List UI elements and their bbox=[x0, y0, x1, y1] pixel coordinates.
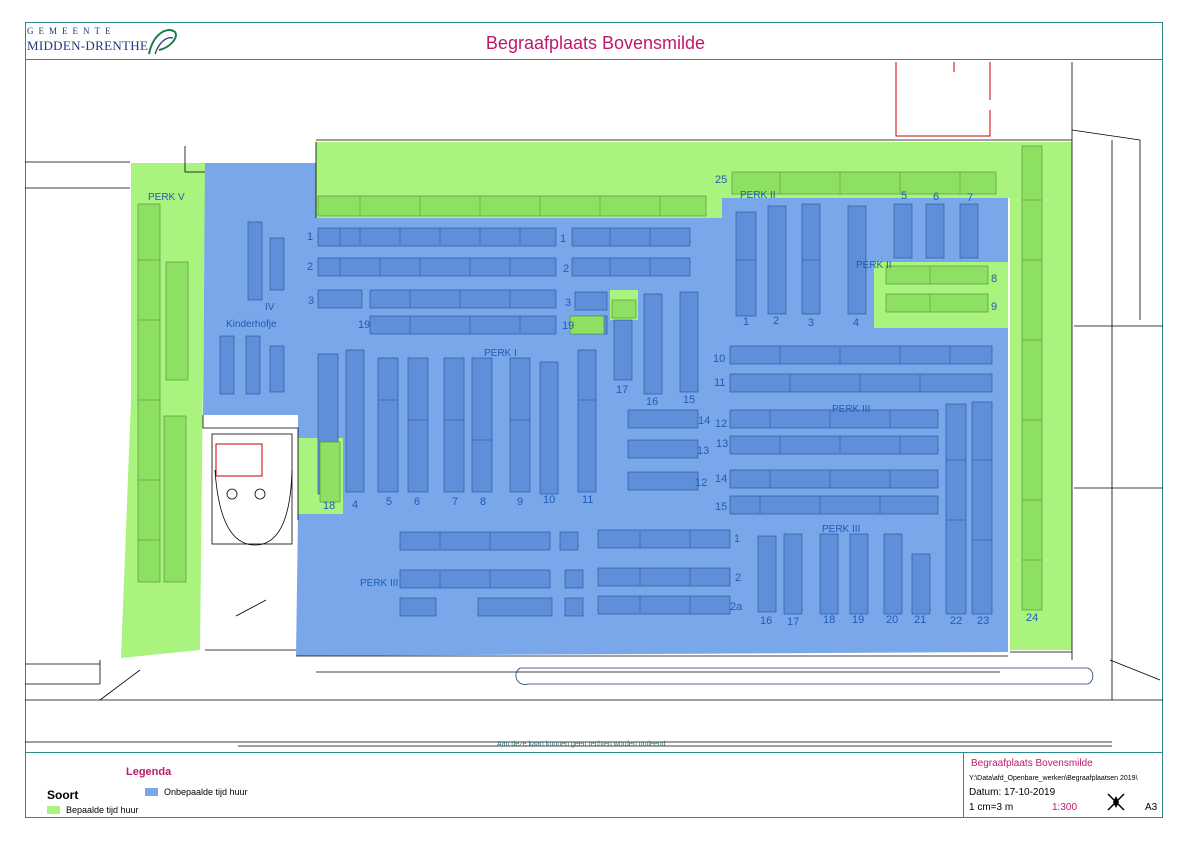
row-number: 20 bbox=[886, 614, 898, 626]
row-number: 6 bbox=[414, 496, 420, 508]
legend-soort-heading: Soort bbox=[47, 788, 79, 802]
label-perk-ii-a: PERK II bbox=[740, 190, 776, 201]
legend-item-onbepaalde: Onbepaalde tijd huur bbox=[145, 787, 248, 797]
row-number: 10 bbox=[543, 494, 555, 506]
titleblock-cm: 1 cm=3 m bbox=[969, 802, 1014, 813]
titleblock-scale: 1:300 bbox=[1052, 802, 1078, 813]
row-number: 4 bbox=[352, 499, 358, 511]
row-number: 14 bbox=[698, 415, 710, 427]
row-number: 1 bbox=[743, 316, 749, 328]
row-number: 9 bbox=[991, 301, 997, 313]
row-number: 12 bbox=[715, 418, 727, 430]
red-building-outline bbox=[895, 62, 991, 137]
titleblock-format: A3 bbox=[1145, 802, 1158, 813]
row-number: 2 bbox=[563, 263, 569, 275]
label-perk-iii-a: PERK III bbox=[832, 404, 870, 415]
row-number: 11 bbox=[582, 494, 593, 506]
label-perk-v: PERK V bbox=[148, 192, 185, 203]
titleblock-title: Begraafplaats Bovensmilde bbox=[971, 758, 1093, 769]
north-strip-area bbox=[316, 142, 1072, 650]
page-title: Begraafplaats Bovensmilde bbox=[485, 33, 706, 53]
row-number: 5 bbox=[386, 496, 392, 508]
legend-label: Onbepaalde tijd huur bbox=[164, 787, 248, 797]
row-number: 21 bbox=[914, 614, 926, 626]
row-number: 3 bbox=[308, 295, 314, 307]
row-number: 17 bbox=[616, 384, 628, 396]
row-number: 9 bbox=[517, 496, 523, 508]
legend-swatch-blue bbox=[145, 788, 158, 796]
row-number: 6 bbox=[933, 191, 939, 203]
green-strip-plots bbox=[137, 145, 1043, 611]
row-number: 19 bbox=[852, 614, 864, 626]
plot-strips bbox=[219, 203, 993, 617]
row-number: 23 bbox=[977, 615, 989, 627]
label-kinderhofje: Kinderhofje bbox=[226, 319, 277, 330]
row-number: 15 bbox=[683, 394, 695, 406]
logo-bottom-text: MIDDEN-DRENTHE bbox=[27, 38, 149, 53]
row-number: 7 bbox=[452, 496, 458, 508]
row-number: 3 bbox=[565, 297, 571, 309]
logo-top-text: GEMEENTE bbox=[27, 26, 116, 36]
titleblock-divider bbox=[963, 752, 964, 818]
disclaimer-text: Aan deze kaart kunnen geen rechten worde… bbox=[497, 741, 666, 748]
row-number: 18 bbox=[823, 614, 835, 626]
row-number: 5 bbox=[901, 190, 907, 202]
label-perk-iv: IV bbox=[265, 302, 275, 313]
logo-swirl-icon bbox=[148, 29, 177, 55]
row-number: 1 bbox=[307, 231, 313, 243]
label-perk-iii-b: PERK III bbox=[822, 524, 860, 535]
row-number: 10 bbox=[713, 353, 725, 365]
green-strip-division-lines bbox=[138, 172, 1042, 561]
row-number: 17 bbox=[787, 616, 799, 628]
row-number: 13 bbox=[697, 445, 709, 457]
row-number: 8 bbox=[991, 273, 997, 285]
row-number: 19 bbox=[562, 320, 574, 332]
label-perk-ii-b: PERK II bbox=[856, 260, 892, 271]
row-number: 4 bbox=[853, 317, 859, 329]
row-number: 24 bbox=[1026, 612, 1038, 624]
label-perk-i: PERK I bbox=[484, 348, 517, 359]
legend-label: Bepaalde tijd huur bbox=[66, 805, 139, 815]
row-number: 3 bbox=[808, 317, 814, 329]
north-arrow-icon bbox=[1107, 793, 1125, 811]
row-number: 13 bbox=[716, 438, 728, 450]
row-number: 7 bbox=[967, 192, 973, 204]
row-number: 1 bbox=[560, 233, 566, 245]
legend-swatch-green bbox=[47, 806, 60, 814]
row-number: 18 bbox=[323, 500, 335, 512]
row-number: 25 bbox=[715, 174, 727, 186]
row-number: 2 bbox=[773, 315, 779, 327]
header-divider bbox=[25, 59, 1163, 60]
row-number: 22 bbox=[950, 615, 962, 627]
row-numbers: 1 2 3 19 1 2 3 19 18 4 5 6 7 8 9 10 11 1… bbox=[307, 174, 1038, 628]
row-number: 1 bbox=[734, 533, 740, 545]
row-number: 2a bbox=[730, 601, 743, 613]
legend-title: Legenda bbox=[126, 766, 172, 778]
titleblock-date: Datum: 17-10-2019 bbox=[969, 787, 1056, 798]
row-number: 2 bbox=[307, 261, 313, 273]
row-number: 14 bbox=[715, 473, 727, 485]
municipality-logo: GEMEENTE MIDDEN-DRENTHE bbox=[27, 26, 177, 58]
legend-item-bepaalde: Bepaalde tijd huur bbox=[47, 805, 139, 815]
perk-v-area bbox=[121, 163, 208, 658]
row-number: 16 bbox=[646, 396, 658, 408]
row-number: 19 bbox=[358, 319, 370, 331]
section-labels: PERK V IV Kinderhofje PERK I PERK II PER… bbox=[148, 190, 892, 589]
row-number: 11 bbox=[714, 377, 725, 389]
footer-divider bbox=[25, 752, 1163, 753]
row-number: 16 bbox=[760, 615, 772, 627]
row-number: 12 bbox=[695, 477, 707, 489]
row-number: 15 bbox=[715, 501, 727, 513]
kinderhofje-building bbox=[211, 433, 293, 617]
site-outline-lines bbox=[25, 62, 1163, 747]
row-number: 2 bbox=[735, 572, 741, 584]
map-frame bbox=[25, 22, 1163, 818]
label-perk-iii-c: PERK III bbox=[360, 578, 398, 589]
building-outline bbox=[215, 443, 263, 477]
plot-division-lines bbox=[339, 228, 992, 614]
row-number: 8 bbox=[480, 496, 486, 508]
titleblock-path: Y:\Data\afd_Openbare_werken\Begraafplaat… bbox=[969, 775, 1138, 782]
